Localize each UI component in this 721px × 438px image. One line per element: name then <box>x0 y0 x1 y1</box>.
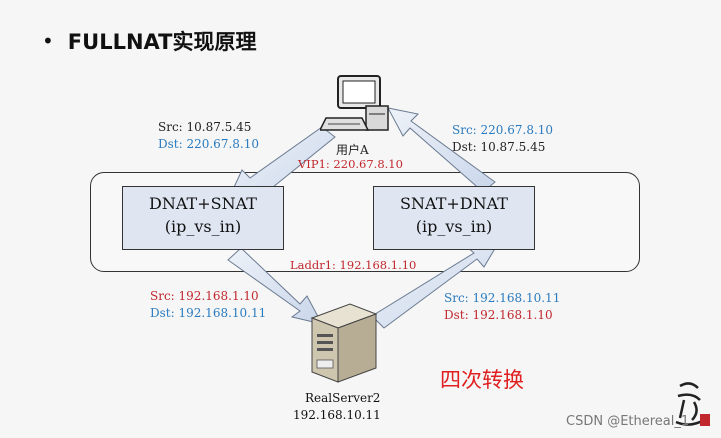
slide-title: FULLNAT实现原理 <box>67 30 257 54</box>
req-src: Src: 10.87.5.45 <box>158 120 252 134</box>
arrow-server-to-nat <box>371 239 502 329</box>
resp-src: Src: 220.67.8.10 <box>452 123 554 137</box>
snat-dnat-func: (ip_vs_in) <box>415 217 493 236</box>
resp-dst: Dst: 10.87.5.45 <box>452 140 546 154</box>
dnat-snat-label: DNAT+SNAT <box>149 194 257 213</box>
from-server-src: Src: 192.168.10.11 <box>444 291 561 305</box>
arrow-nat-to-server <box>227 247 323 325</box>
calligraphy-seal-icon <box>675 382 710 426</box>
server-name: RealServer2 <box>305 391 381 405</box>
computer-icon <box>320 75 389 131</box>
vip-label: VIP1: 220.67.8.10 <box>298 157 403 171</box>
dnat-snat-box: DNAT+SNAT (ip_vs_in) <box>122 186 284 250</box>
to-server-dst: Dst: 192.168.10.11 <box>150 306 267 320</box>
arrow-nat-to-user <box>387 107 496 193</box>
bullet: • <box>42 29 54 53</box>
laddr-label: Laddr1: 192.168.1.10 <box>290 258 417 272</box>
server-icon <box>310 303 378 383</box>
dnat-snat-func: (ip_vs_in) <box>164 217 242 236</box>
user-label: 用户A <box>336 143 369 157</box>
server-ip: 192.168.10.11 <box>293 408 381 422</box>
from-server-dst: Dst: 192.168.1.10 <box>444 308 553 322</box>
four-conversions-label: 四次转换 <box>440 368 524 392</box>
title-row: • FULLNAT实现原理 <box>42 26 256 56</box>
req-dst: Dst: 220.67.8.10 <box>158 137 259 151</box>
snat-dnat-label: SNAT+DNAT <box>400 194 508 213</box>
csdn-watermark: CSDN @Ethereal_1 <box>566 414 690 429</box>
snat-dnat-box: SNAT+DNAT (ip_vs_in) <box>373 186 535 250</box>
to-server-src: Src: 192.168.1.10 <box>150 289 259 303</box>
